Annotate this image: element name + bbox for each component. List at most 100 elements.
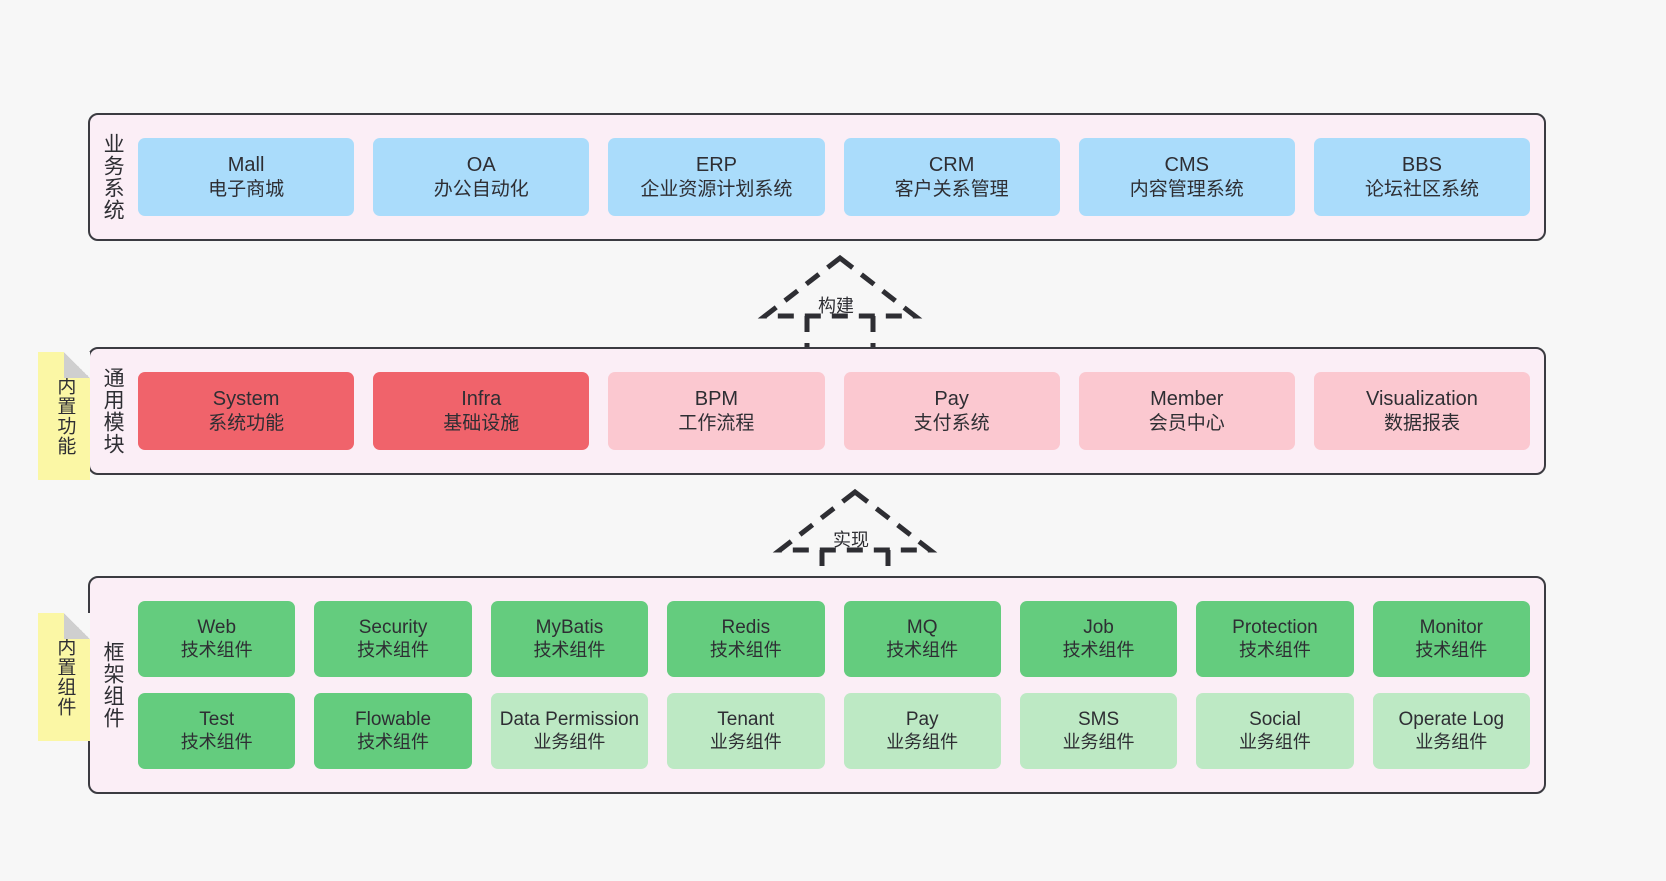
cell-title: Member [1150,388,1224,411]
cell-title: BBS [1401,154,1442,177]
layer-title-common: 通用模块 [101,367,125,455]
cell-title: Visualization [1365,388,1478,411]
cell-title: Pay [934,388,969,411]
cell-subtitle: 基础设施 [443,412,520,434]
note-builtin-components: 内置组件 [38,613,90,741]
cell-subtitle: 数据报表 [1383,412,1460,434]
cell-subtitle: 客户关系管理 [894,178,1009,200]
layer-title-framework: 框架组件 [101,641,125,729]
cell-title: Infra [461,388,502,411]
cell-title: MyBatis [535,617,604,639]
cell-title: Mall [227,154,265,177]
arrow-head-triangle [772,488,938,553]
layer-title-business: 业务系统 [101,133,125,221]
cell-subtitle: 技术组件 [709,639,782,660]
cell-subtitle: 业务组件 [709,731,782,752]
cell-title: CMS [1164,154,1209,177]
cell-subtitle: 业务组件 [1238,731,1311,752]
cell-subtitle: 技术组件 [357,639,430,660]
cell-subtitle: 业务组件 [533,731,606,752]
cell-title: Social [1249,709,1301,731]
cell-subtitle: 办公自动化 [433,178,529,200]
arrow-build-label: 构建 [818,296,854,316]
note-builtin-features: 内置功能 [38,352,90,480]
cell-title: OA [466,154,496,177]
cell-title: Tenant [717,709,775,731]
cell-title: Job [1083,617,1114,639]
cell-subtitle: 技术组件 [533,639,606,660]
cell-title: MQ [906,617,938,639]
cell-subtitle: 业务组件 [886,731,959,752]
cell-subtitle: 论坛社区系统 [1364,178,1479,200]
cell-title: Monitor [1419,617,1483,639]
cell-subtitle: 业务组件 [1062,731,1135,752]
cell-title: CRM [928,154,975,177]
cell-title: Protection [1232,617,1318,639]
cell-title: System [212,388,280,411]
cell-subtitle: 业务组件 [1415,731,1488,752]
cell-subtitle: 技术组件 [357,731,430,752]
cell-subtitle: 系统功能 [208,412,285,434]
arrow-head-triangle [757,254,923,319]
arrow-stem [804,316,876,352]
cell-subtitle: 电子商城 [208,178,285,200]
cell-subtitle: 技术组件 [886,639,959,660]
cell-title: SMS [1077,709,1120,731]
cell-title: Data Permission [499,709,640,731]
cell-title: Pay [905,709,939,731]
arrow-implement-label: 实现 [833,530,869,550]
cell-title: Web [197,617,237,639]
cell-title: BPM [694,388,739,411]
cell-title: ERP [695,154,737,177]
cell-subtitle: 技术组件 [1415,639,1488,660]
cell-subtitle: 技术组件 [1062,639,1135,660]
cell-subtitle: 技术组件 [180,731,253,752]
cell-subtitle: 技术组件 [180,639,253,660]
arrow-build: 构建 [745,252,935,352]
cell-title: Test [199,709,235,731]
cell-subtitle: 会员中心 [1148,412,1225,434]
cell-title: Redis [721,617,771,639]
cell-subtitle: 技术组件 [1238,639,1311,660]
cell-subtitle: 工作流程 [678,412,755,434]
